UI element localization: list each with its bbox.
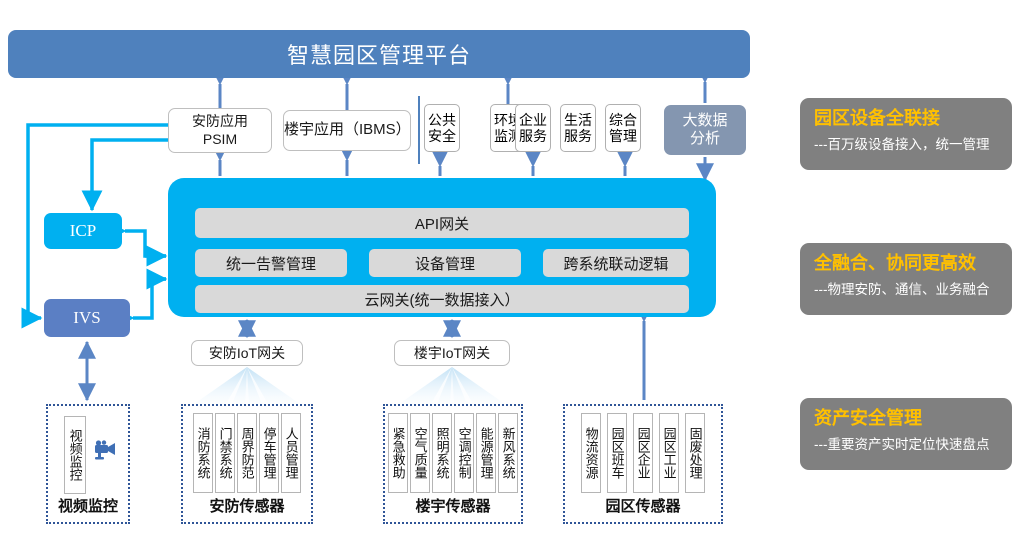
feature-card-convergence: 全融合、协同更高效 ---物理安防、通信、业务融合 bbox=[800, 243, 1012, 315]
app-ibms[interactable]: 楼宇应用（IBMS） bbox=[283, 110, 411, 151]
beam-security bbox=[194, 367, 300, 404]
app-integrated-management-line2: 管理 bbox=[609, 128, 637, 144]
sensor-cell[interactable]: 照明系统 bbox=[432, 413, 452, 493]
feature-card-subtitle: ---重要资产实时定位快速盘点 bbox=[814, 436, 990, 452]
security-iot-gateway[interactable]: 安防IoT网关 bbox=[191, 340, 303, 366]
sensor-cell[interactable]: 门禁系统 bbox=[215, 413, 235, 493]
app-enterprise-service-line1: 企业 bbox=[519, 111, 547, 128]
icp-box[interactable]: ICP bbox=[44, 213, 122, 249]
park-sensor-cells: 固废处理 园区工业 园区企业 园区班车 物流资源 bbox=[565, 413, 721, 493]
feature-card-title: 园区设备全联接 bbox=[814, 108, 940, 128]
group-park-sensors: 固废处理 园区工业 园区企业 园区班车 物流资源 园区传感器 bbox=[563, 404, 723, 524]
building-sensor-cells: 新风系统 能源管理 空调控制 照明系统 空气质量 紧急救助 bbox=[385, 413, 521, 493]
sensor-cell[interactable]: 固废处理 bbox=[685, 413, 705, 493]
beam-building bbox=[399, 367, 505, 404]
sensor-cell[interactable]: 紧急救助 bbox=[388, 413, 408, 493]
sensor-cell[interactable]: 物流资源 bbox=[581, 413, 601, 493]
platform-title-bar: 智慧园区管理平台 bbox=[8, 30, 750, 78]
bigdata-line2: 分析 bbox=[689, 130, 720, 147]
iot-platform-title: IoT平台 bbox=[248, 9, 300, 26]
sensor-cell[interactable]: 停车管理 bbox=[259, 413, 279, 493]
security-sensor-cells: 人员管理 停车管理 周界防范 门禁系统 消防系统 bbox=[183, 413, 311, 493]
sensor-cell[interactable]: 空气质量 bbox=[410, 413, 430, 493]
app-psim-line1: 安防应用 bbox=[192, 113, 248, 129]
sensor-cell[interactable]: 新风系统 bbox=[498, 413, 518, 493]
group-title-security: 安防传感器 bbox=[209, 498, 285, 515]
app-public-safety-line2: 安全 bbox=[428, 128, 456, 144]
sensor-cell[interactable]: 人员管理 bbox=[281, 413, 301, 493]
app-psim[interactable]: 安防应用 PSIM bbox=[168, 108, 272, 153]
sensor-cell[interactable]: 空调控制 bbox=[454, 413, 474, 493]
bigdata-line1: 大数据 bbox=[682, 112, 728, 129]
app-life-service-line2: 服务 bbox=[564, 128, 592, 144]
app-enterprise-service-line2: 服务 bbox=[519, 128, 547, 144]
app-life-service[interactable]: 生活 服务 bbox=[560, 104, 596, 152]
feature-card-title: 资产安全管理 bbox=[814, 408, 922, 428]
app-integrated-management[interactable]: 综合 管理 bbox=[605, 104, 641, 152]
app-enterprise-service[interactable]: 企业 服务 bbox=[515, 104, 551, 152]
sensor-cell[interactable]: 园区工业 bbox=[659, 413, 679, 493]
sensor-cell[interactable]: 消防系统 bbox=[193, 413, 213, 493]
group-title-video: 视频监控 bbox=[57, 498, 118, 515]
module-device-management[interactable]: 设备管理 bbox=[369, 249, 521, 277]
platform-title: 智慧园区管理平台 bbox=[286, 43, 471, 68]
sensor-cell[interactable]: 园区企业 bbox=[633, 413, 653, 493]
sensor-cell[interactable]: 周界防范 bbox=[237, 413, 257, 493]
building-iot-gateway[interactable]: 楼宇IoT网关 bbox=[394, 340, 510, 366]
feature-card-device-connectivity: 园区设备全联接 ---百万级设备接入，统一管理 bbox=[800, 98, 1012, 170]
app-life-service-line1: 生活 bbox=[564, 111, 592, 128]
app-public-safety-line1: 公共 bbox=[428, 111, 456, 128]
api-gateway-row[interactable]: API网关 bbox=[195, 208, 689, 238]
sensor-cell[interactable]: 园区班车 bbox=[607, 413, 627, 493]
cloud-gateway-row[interactable]: 云网关(统一数据接入） bbox=[195, 285, 689, 313]
app-psim-line2: PSIM bbox=[202, 130, 238, 147]
group-title-building: 楼宇传感器 bbox=[415, 498, 491, 515]
feature-card-subtitle: ---物理安防、通信、业务融合 bbox=[814, 281, 990, 297]
ivs-box[interactable]: IVS bbox=[44, 299, 130, 337]
feature-card-asset-security: 资产安全管理 ---重要资产实时定位快速盘点 bbox=[800, 398, 1012, 470]
sensor-cell[interactable]: 能源管理 bbox=[476, 413, 496, 493]
group-video-monitoring: 视频监控 视频监控 bbox=[46, 404, 130, 524]
app-public-safety[interactable]: 公共 安全 bbox=[424, 104, 460, 152]
feature-card-subtitle: ---百万级设备接入，统一管理 bbox=[814, 136, 990, 152]
camera-icon bbox=[95, 440, 115, 460]
bigdata-analysis-box[interactable]: 大数据 分析 bbox=[664, 105, 746, 155]
group-building-sensors: 新风系统 能源管理 空调控制 照明系统 空气质量 紧急救助 楼宇传感器 bbox=[383, 404, 523, 524]
app-integrated-management-line1: 综合 bbox=[609, 111, 637, 128]
group-title-park: 园区传感器 bbox=[605, 498, 681, 515]
app-divider bbox=[418, 96, 420, 164]
module-unified-alarm[interactable]: 统一告警管理 bbox=[195, 249, 347, 277]
group-security-sensors: 人员管理 停车管理 周界防范 门禁系统 消防系统 安防传感器 bbox=[181, 404, 313, 524]
feature-card-title: 全融合、协同更高效 bbox=[814, 253, 976, 273]
module-cross-system-linkage[interactable]: 跨系统联动逻辑 bbox=[543, 249, 689, 277]
video-monitoring-cell: 视频监控 bbox=[64, 416, 86, 494]
